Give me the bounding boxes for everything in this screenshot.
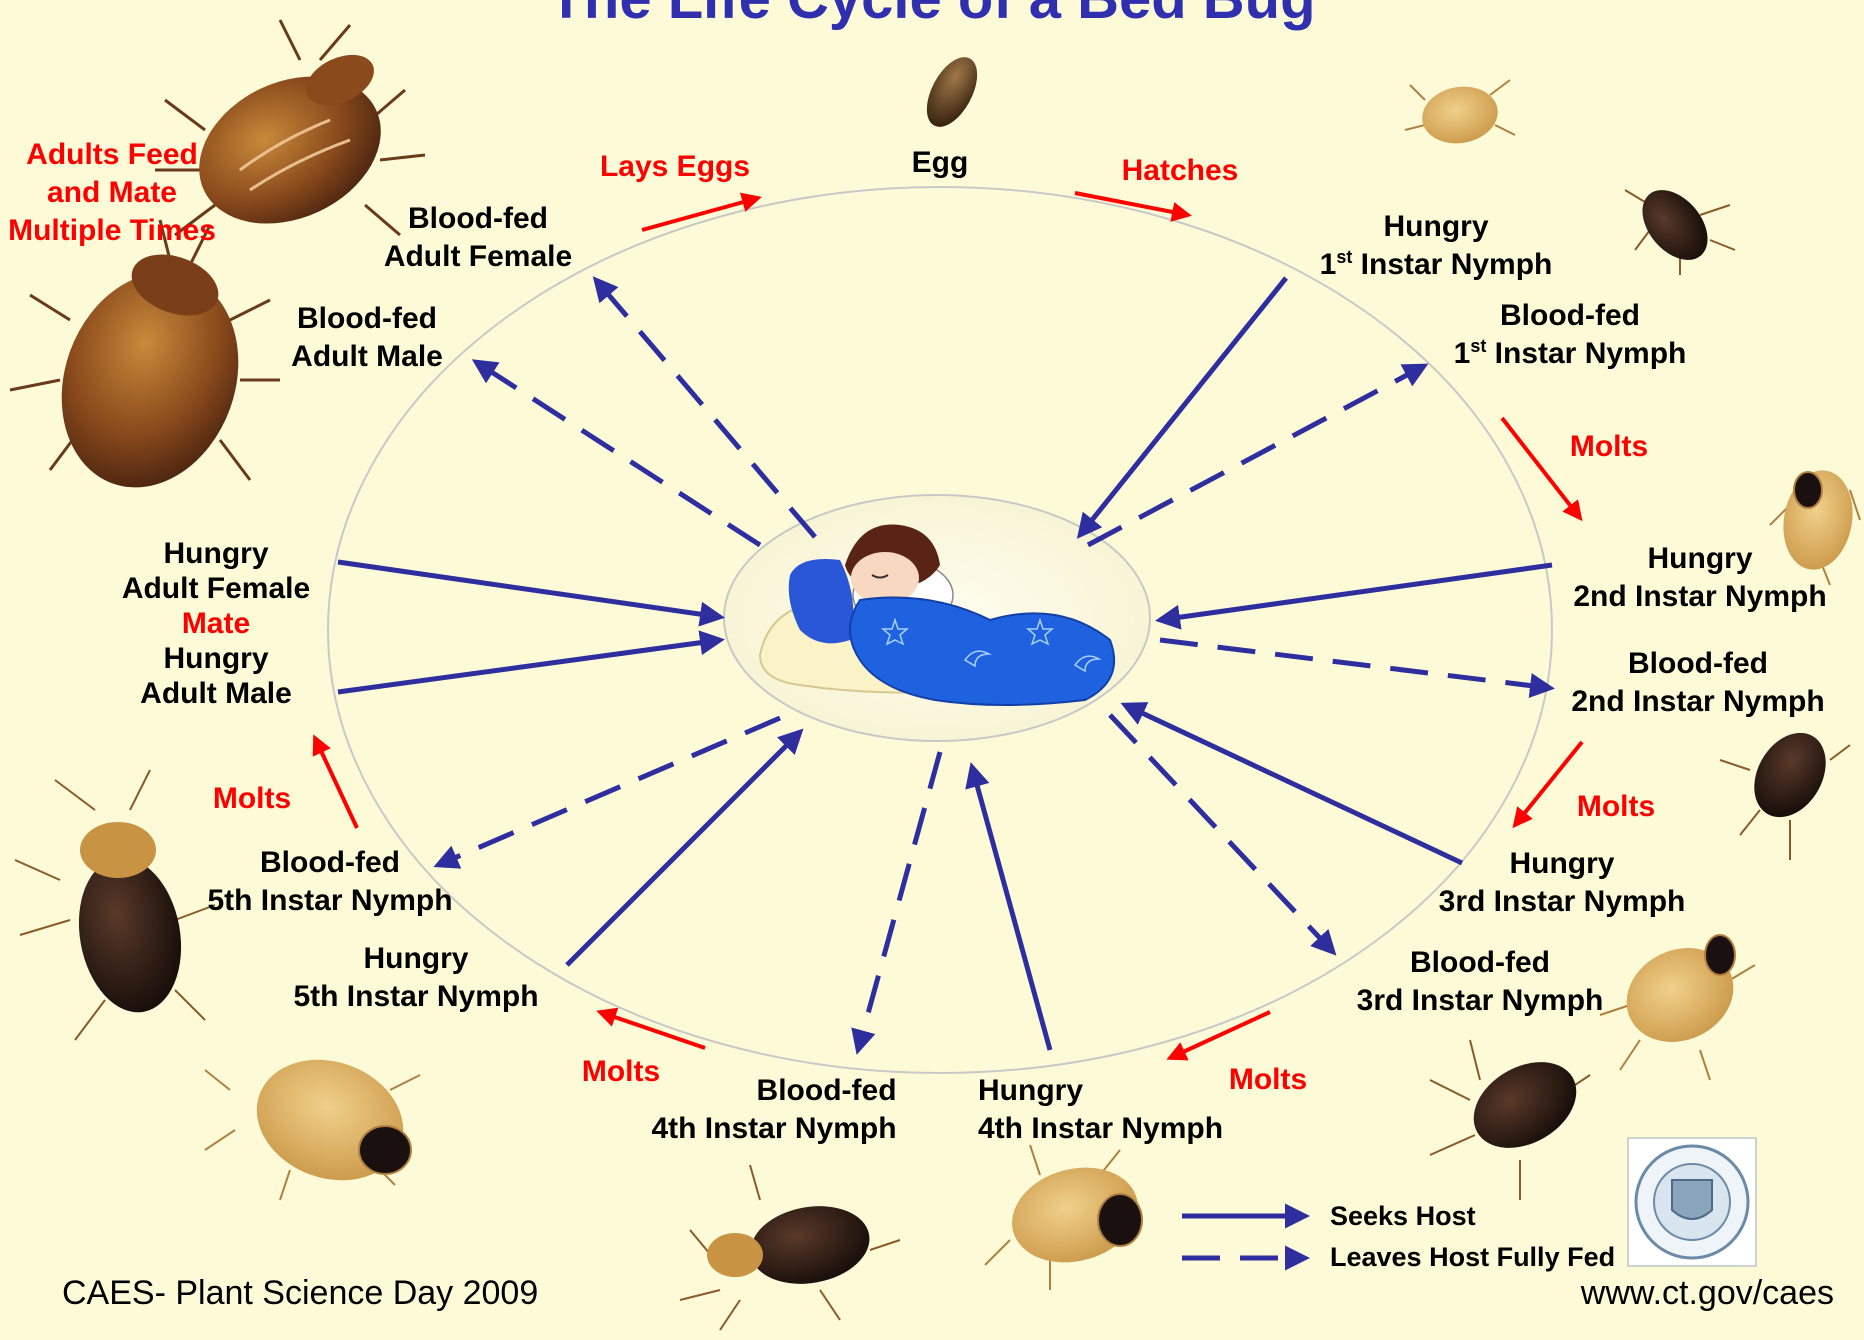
- nymph-bug-4th-hungry: [1430, 1040, 1592, 1200]
- egg-image: [917, 49, 988, 135]
- arrow-molts-4: [600, 1012, 705, 1048]
- page-title: The Life Cycle of a Bed Bug: [549, 0, 1316, 32]
- arrow-hungry-female-to-host: [338, 562, 720, 617]
- arrow-host-to-fed-male: [476, 362, 760, 545]
- footer-url: www.ct.gov/caes: [1581, 1274, 1834, 1313]
- nymph-bug-3rd-fed: [1600, 931, 1755, 1080]
- transition-label-molts-3: Molts: [1229, 1061, 1307, 1099]
- transition-label-hatches: Hatches: [1122, 152, 1239, 190]
- arrow-lays-eggs: [642, 198, 758, 230]
- nymph-bug-4th-fed: [985, 1145, 1149, 1290]
- arrow-hungry-2nd-to-host: [1160, 565, 1552, 620]
- stage-label-hungry-1st-instar: Hungry 1st Instar Nymph: [1320, 208, 1553, 284]
- caes-seal: [1628, 1138, 1756, 1266]
- transition-label-molts-4: Molts: [582, 1053, 660, 1091]
- arrow-host-to-fed-1st: [1088, 366, 1424, 545]
- arrow-host-to-fed-4th: [858, 752, 940, 1050]
- arrow-hungry-male-to-host: [338, 640, 720, 692]
- legend-seeks-host: Seeks Host: [1330, 1197, 1476, 1235]
- stage-label-egg: Egg: [912, 144, 969, 182]
- arrow-molts-1: [1502, 418, 1580, 518]
- arrow-host-to-fed-female: [596, 280, 815, 537]
- nymph-bug-2nd-fed: [1720, 720, 1850, 860]
- transition-label-lays-eggs: Lays Eggs: [600, 148, 750, 186]
- adult-bug-lower-left: [15, 770, 215, 1040]
- nymph-bug-1st-fed: [1625, 178, 1735, 275]
- stage-label-fed-1st-instar: Blood-fed 1st Instar Nymph: [1454, 297, 1687, 373]
- arrow-hungry-1st-to-host: [1080, 278, 1286, 535]
- footer-event: CAES- Plant Science Day 2009: [62, 1274, 538, 1313]
- transition-label-molts-5: Molts: [213, 780, 291, 818]
- arrow-molts-2: [1515, 742, 1582, 825]
- nymph-bug-1st-hungry: [1405, 80, 1515, 149]
- nymph-bug-5th-hungry: [680, 1165, 900, 1330]
- arrow-hungry-5th-to-host: [567, 732, 800, 965]
- adult-bug-left: [10, 220, 280, 512]
- mate-label: Mate: [182, 607, 250, 640]
- arrow-host-to-fed-5th: [438, 718, 780, 865]
- arrow-hungry-4th-to-host: [972, 767, 1050, 1050]
- stage-label-hungry-adults: Hungry Adult Female Mate Hungry Adult Ma…: [122, 536, 310, 711]
- transition-label-molts-1: Molts: [1570, 428, 1648, 466]
- arrow-hatches: [1075, 193, 1188, 215]
- transition-label-adults-feed: Adults Feed and Mate Multiple Times: [8, 136, 216, 250]
- legend-leaves-host: Leaves Host Fully Fed: [1330, 1238, 1615, 1276]
- transition-label-molts-2: Molts: [1577, 788, 1655, 826]
- nymph-bug-5th-fed: [205, 1040, 420, 1200]
- arrow-host-to-fed-2nd: [1160, 640, 1550, 688]
